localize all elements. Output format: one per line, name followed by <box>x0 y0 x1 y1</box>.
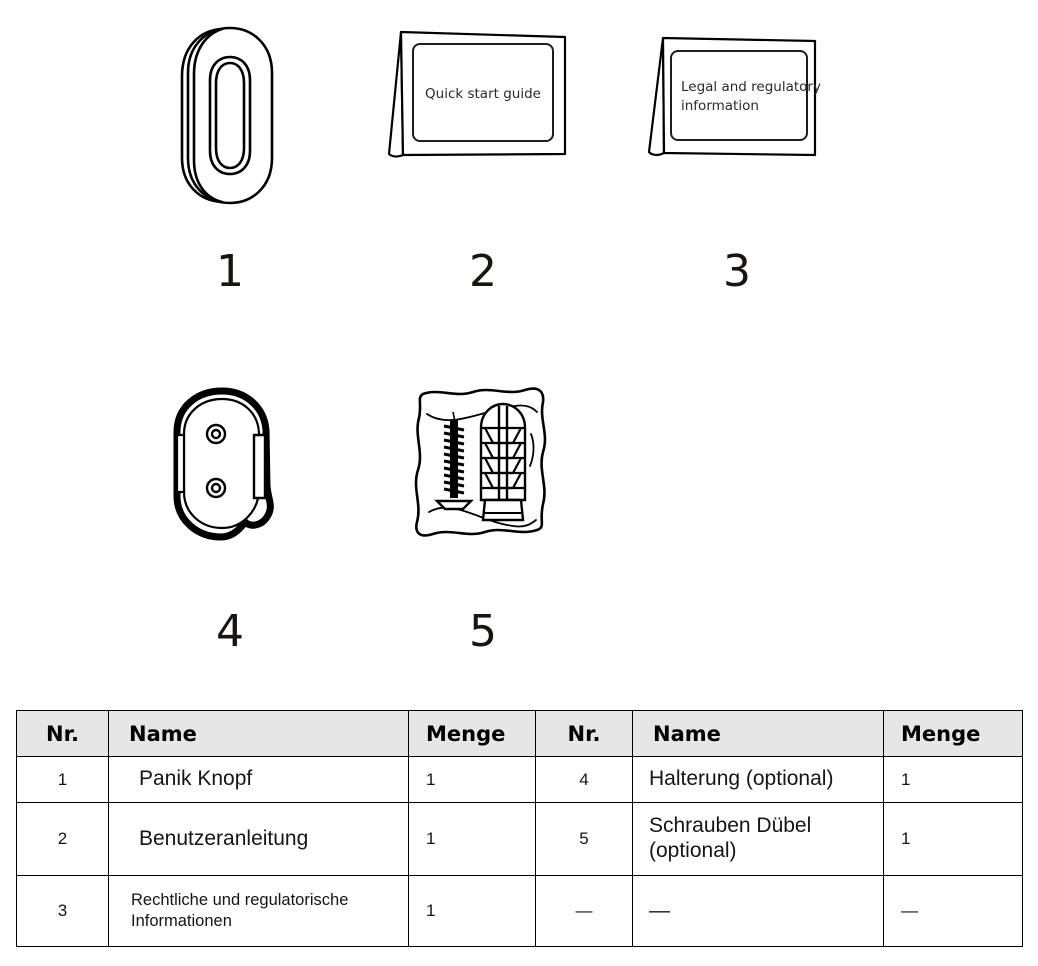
column-header-name-left: Name <box>108 710 409 757</box>
parts-list-table: Nr. Name Menge Nr. Name Menge 1 Panik Kn… <box>16 710 1023 947</box>
cell-name-left: Rechtliche und regulatorische Informatio… <box>108 875 409 947</box>
cell-nr-right: 4 <box>535 756 633 803</box>
panic-button-icon <box>180 26 274 205</box>
part-number-label: 4 <box>216 606 244 657</box>
cell-menge-left: 1 <box>408 875 536 947</box>
part-illustration-4: 4 <box>150 382 310 654</box>
quick-start-guide-booklet-icon: Quick start guide <box>387 30 567 158</box>
part-number-label: 1 <box>216 246 244 297</box>
wall-anchor-icon <box>479 402 527 522</box>
table-row: 3 Rechtliche und regulatorische Informat… <box>16 875 1023 947</box>
screw-icon <box>434 411 474 511</box>
table-row: 1 Panik Knopf 1 4 Halterung (optional) 1 <box>16 756 1023 803</box>
parts-illustration-grid: 1 Quick start guide 2 Legal and regulato… <box>150 18 837 654</box>
bracket-face-plate <box>182 397 261 530</box>
cell-name-right: Halterung (optional) <box>632 756 884 803</box>
part-illustration-5: 5 <box>403 382 563 654</box>
table-row: 2 Benutzeranleitung 1 5 Schrauben Dübel … <box>16 802 1023 876</box>
bracket-clip-tab <box>252 433 267 500</box>
table-header-row: Nr. Name Menge Nr. Name Menge <box>16 710 1023 757</box>
cell-name-left: Panik Knopf <box>108 756 409 803</box>
booklet-title-text: Quick start guide <box>425 86 541 102</box>
bracket-screw-holes <box>205 423 227 499</box>
cell-nr-right: 5 <box>535 802 633 876</box>
mounting-bracket-icon <box>173 387 274 541</box>
column-header-nr-right: Nr. <box>535 710 633 757</box>
part-illustration-2: Quick start guide 2 <box>383 18 583 294</box>
cell-nr-right: — <box>535 875 633 947</box>
cell-menge-left: 1 <box>408 802 536 876</box>
cell-menge-right: 1 <box>883 802 1023 876</box>
cell-nr-left: 1 <box>16 756 109 803</box>
cell-menge-right: 1 <box>883 756 1023 803</box>
cell-name-left: Benutzeranleitung <box>108 802 409 876</box>
table-body: 1 Panik Knopf 1 4 Halterung (optional) 1… <box>16 756 1023 947</box>
cell-menge-left: 1 <box>408 756 536 803</box>
cell-nr-left: 2 <box>16 802 109 876</box>
bracket-outer-shell <box>173 387 274 541</box>
booklet-title-line1: Legal and regulatory <box>681 79 821 95</box>
cell-nr-left: 3 <box>16 875 109 947</box>
bracket-left-rail <box>175 433 186 494</box>
part-number-label: 5 <box>469 606 497 657</box>
booklet-title-line2: information <box>681 98 759 114</box>
column-header-name-right: Name <box>632 710 884 757</box>
table-header: Nr. Name Menge Nr. Name Menge <box>16 710 1023 757</box>
column-header-menge-right: Menge <box>883 710 1023 757</box>
booklet-inner-frame <box>412 43 554 142</box>
column-header-menge-left: Menge <box>408 710 536 757</box>
part-illustration-1: 1 <box>150 18 310 294</box>
part-illustration-3: Legal and regulatory information 3 <box>637 18 837 294</box>
column-header-nr-left: Nr. <box>16 710 109 757</box>
cell-name-right: Schrauben Dübel (optional) <box>632 802 884 876</box>
part-number-label: 3 <box>723 246 751 297</box>
cell-menge-right: — <box>883 875 1023 947</box>
part-number-label: 2 <box>469 246 497 297</box>
booklet-inner-frame <box>670 50 808 141</box>
cell-name-right: — <box>632 875 884 947</box>
legal-regulatory-booklet-icon: Legal and regulatory information <box>647 36 821 157</box>
screws-and-anchors-bag-icon <box>414 387 547 537</box>
